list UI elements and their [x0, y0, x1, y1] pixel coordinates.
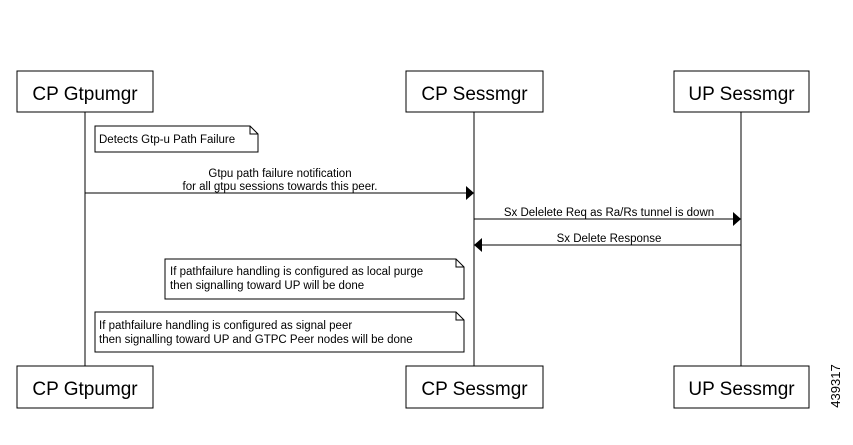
message-sx-delete-request: Sx Delelete Req as Ra/Rs tunnel is down	[474, 207, 741, 226]
message-gtpu-path-failure-notification: Gtpu path failure notification for all g…	[85, 168, 474, 200]
message-label: Gtpu path failure notification	[208, 168, 351, 180]
participant-top-cp-gtpumgr: CP Gtpumgr	[16, 70, 154, 113]
arrowhead	[474, 238, 482, 252]
arrowhead	[733, 212, 741, 226]
note-path-failure: Detects Gtp-u Path Failure	[94, 125, 259, 153]
arrowhead	[466, 186, 474, 200]
note-text: then signalling toward UP will be done	[170, 280, 364, 292]
participant-top-cp-sessmgr: CP Sessmgr	[405, 70, 544, 113]
participant-label: CP Gtpumgr	[32, 84, 138, 105]
message-label: Sx Delelete Req as Ra/Rs tunnel is down	[504, 207, 714, 219]
note-text: If pathfailure handling is configured as…	[170, 266, 423, 278]
participant-bottom-up-sessmgr: UP Sessmgr	[673, 365, 810, 409]
participant-label: CP Sessmgr	[421, 84, 528, 105]
participant-label: UP Sessmgr	[688, 84, 795, 105]
message-label: for all gtpu sessions towards this peer.	[183, 181, 378, 193]
message-sx-delete-response: Sx Delete Response	[474, 233, 741, 252]
note-text: Detects Gtp-u Path Failure	[99, 134, 235, 146]
participant-label: CP Sessmgr	[421, 379, 528, 400]
note-text: If pathfailure handling is configured as…	[99, 320, 352, 332]
figure-id: 439317	[828, 364, 843, 407]
participant-label: CP Gtpumgr	[32, 379, 138, 400]
note-local-purge: If pathfailure handling is configured as…	[164, 258, 465, 300]
note-text: then signalling toward UP and GTPC Peer …	[99, 334, 413, 346]
participant-bottom-cp-gtpumgr: CP Gtpumgr	[16, 365, 154, 409]
message-label: Sx Delete Response	[557, 233, 662, 245]
participant-label: UP Sessmgr	[688, 379, 795, 400]
participant-top-up-sessmgr: UP Sessmgr	[673, 70, 810, 113]
participant-bottom-cp-sessmgr: CP Sessmgr	[405, 365, 544, 409]
note-signal-peer: If pathfailure handling is configured as…	[94, 311, 465, 353]
